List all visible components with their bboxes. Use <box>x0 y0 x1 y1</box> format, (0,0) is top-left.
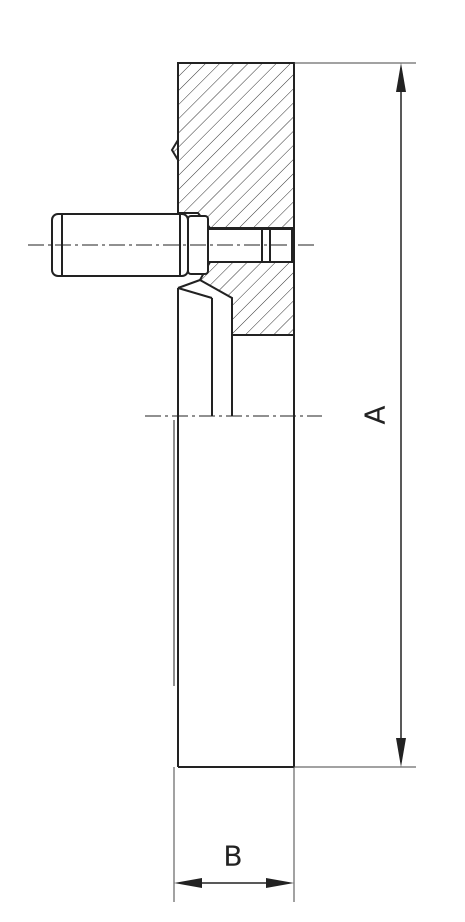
main-body-outline <box>173 63 295 768</box>
dimension-a: A <box>359 63 406 767</box>
hatched-section-upper <box>170 62 295 229</box>
dimension-a-label: A <box>359 405 392 424</box>
dimension-a-arrow-top <box>396 63 406 92</box>
center-lines <box>28 244 322 417</box>
dimension-b: B <box>174 840 294 888</box>
hatched-section-lower <box>198 261 295 336</box>
extension-lines <box>173 62 416 902</box>
dimension-b-label: B <box>223 840 242 873</box>
dimension-b-arrow-left <box>174 878 202 888</box>
dimension-b-arrow-right <box>266 878 294 888</box>
dimension-a-arrow-bottom <box>396 738 406 767</box>
